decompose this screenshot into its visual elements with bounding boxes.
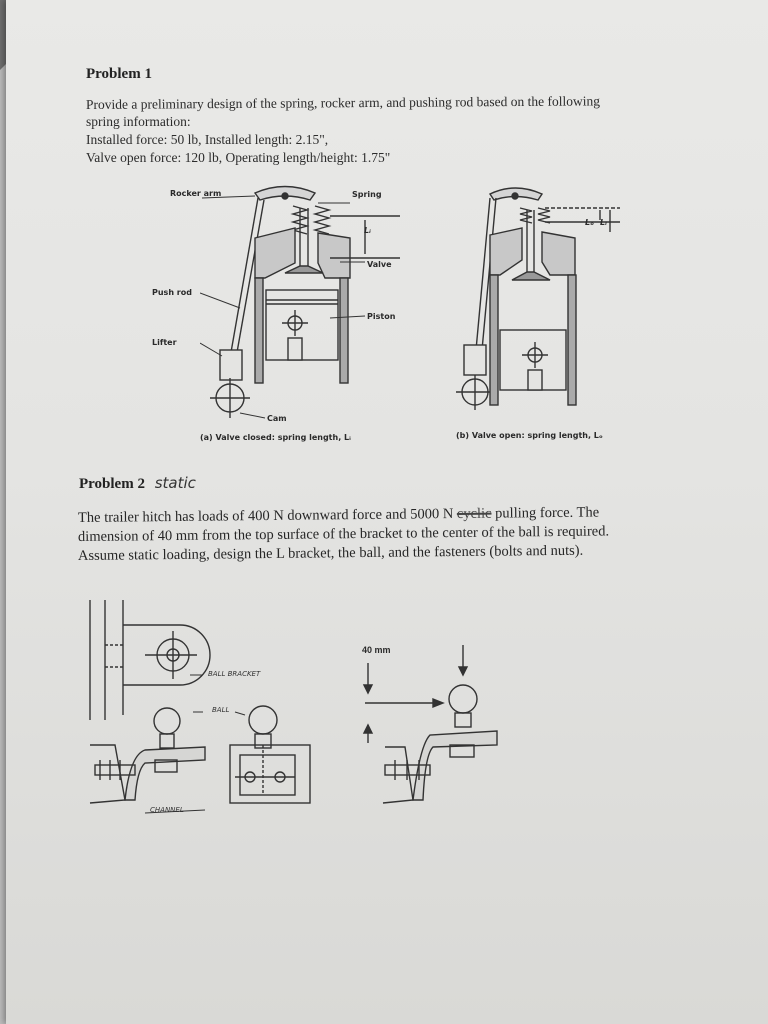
label-cam: Cam (267, 414, 287, 423)
problem2-struck-word: cyclic (456, 505, 492, 523)
label-ball: BALL (212, 706, 230, 714)
trailer-hitch-diagram (89, 600, 498, 814)
problem1-line3: Installed force: 50 lb, Installed length… (86, 132, 329, 147)
problem1-heading: Problem 1 (86, 66, 152, 82)
label-li: Lᵢ (364, 226, 371, 235)
label-valve: Valve (367, 260, 392, 269)
problem1-line2: spring information: (86, 114, 191, 129)
label-lifter: Lifter (152, 338, 177, 347)
problem1-line1: Provide a preliminary design of the spri… (85, 93, 601, 112)
label-40mm: 40 mm (362, 645, 391, 655)
label-spring: Spring (352, 190, 382, 199)
valve-open-diagram (456, 187, 620, 410)
label-channel: CHANNEL (150, 806, 184, 814)
problem2-handnote: static (154, 474, 196, 492)
label-lo: Lₒ (585, 218, 594, 227)
label-rocker-arm: Rocker arm (170, 189, 222, 198)
valve-closed-diagram (200, 185, 400, 419)
problem2-heading: Problem 2 (79, 476, 145, 492)
caption-valve-closed: (a) Valve closed: spring length, Lᵢ (200, 433, 351, 442)
caption-valve-open: (b) Valve open: spring length, Lₒ (456, 431, 603, 440)
label-push-rod: Push rod (152, 288, 192, 297)
label-li-b: Lᵢ (600, 218, 607, 227)
problem1-line4: Valve open force: 120 lb, Operating leng… (86, 150, 391, 165)
paper-sheet (6, 0, 768, 1024)
problem2-line1-b: pulling force. The (495, 504, 600, 522)
problem2-line1-a: The trailer hitch has loads of 400 N dow… (77, 506, 454, 526)
problem2-heading-row: Problem 2 static (79, 474, 196, 493)
label-ball-bracket: BALL BRACKET (208, 670, 261, 678)
label-piston: Piston (367, 312, 396, 321)
